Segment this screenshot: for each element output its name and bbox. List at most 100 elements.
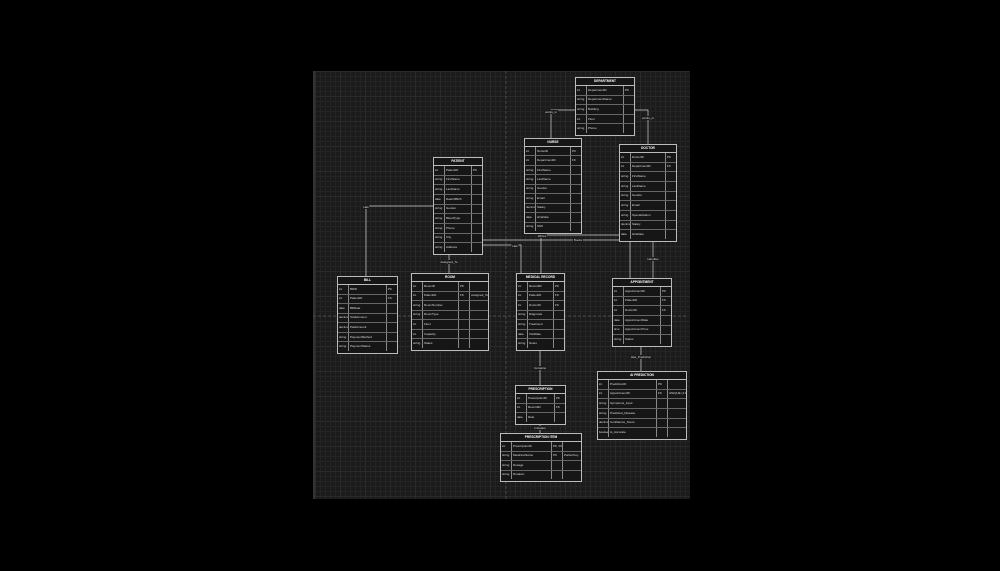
field-key: PK xyxy=(572,148,577,153)
field-key xyxy=(554,330,564,339)
field-name: AppointmentID xyxy=(624,287,661,296)
field-name: FirstName xyxy=(631,172,666,181)
field-type: int xyxy=(613,296,624,306)
field-name: PaidAmount xyxy=(349,323,387,332)
field-type: string xyxy=(620,210,631,220)
field-type: int xyxy=(517,291,528,301)
field-name: Salary xyxy=(631,220,666,230)
field-name: PatientID xyxy=(349,294,387,304)
field-name: DoctorID xyxy=(631,153,666,162)
field-key: FK xyxy=(556,405,560,410)
field-type: string xyxy=(576,95,587,105)
field-name: Date xyxy=(527,413,555,422)
entity-title: ROOM xyxy=(412,274,488,282)
field-note: Assigned_To xyxy=(469,291,488,301)
field-name: Floor xyxy=(423,320,459,329)
field-key: FK xyxy=(555,293,559,298)
rel-label: Has xyxy=(362,205,370,209)
field-name: DoctorID xyxy=(624,306,661,315)
entity-title: PRESCRIPTION ITEM xyxy=(501,434,581,442)
field-type: int xyxy=(620,162,631,172)
rel-label: Books xyxy=(572,238,584,242)
field-type: string xyxy=(620,201,631,210)
field-type: string xyxy=(525,222,536,231)
field-type: date xyxy=(517,329,528,339)
field-key xyxy=(666,182,676,191)
field-name: Email xyxy=(631,201,666,210)
field-key xyxy=(387,342,397,351)
entity-title: APPOINTMENT xyxy=(613,279,671,287)
field-key xyxy=(552,471,562,480)
field-note xyxy=(469,329,488,339)
field-type: int xyxy=(517,301,528,310)
field-key xyxy=(459,330,469,339)
field-key xyxy=(571,204,581,212)
field-name: Dosage xyxy=(512,461,552,470)
field-name: VisitDate xyxy=(528,329,554,339)
entity-title: NURSE xyxy=(525,139,581,147)
field-key xyxy=(661,335,671,344)
field-note xyxy=(562,442,581,451)
field-name: Capacity xyxy=(423,329,459,339)
field-key: PK xyxy=(555,283,560,288)
entity-title: PRESCRIPTION xyxy=(516,386,565,394)
rel-label: Assigned_To xyxy=(439,260,459,264)
field-name: City xyxy=(445,233,472,243)
field-key: PK xyxy=(625,87,630,92)
field-name: RoomType xyxy=(423,310,459,320)
field-name: DateOfBirth xyxy=(445,194,472,204)
field-name: PrescriptionID xyxy=(527,394,555,403)
field-name: DoctorID xyxy=(528,301,554,310)
entity-title: DOCTOR xyxy=(620,145,676,153)
field-type: decimal xyxy=(598,418,609,428)
field-key: FK xyxy=(667,164,671,169)
field-note xyxy=(667,418,686,428)
field-name: RecordID xyxy=(528,282,554,291)
field-key: FK xyxy=(388,296,392,301)
field-name: Floor xyxy=(587,114,624,124)
field-name: Treatment xyxy=(528,320,554,329)
field-key: FK xyxy=(555,302,559,307)
field-note xyxy=(667,408,686,418)
field-type: string xyxy=(525,194,536,203)
field-name: AppointmentID xyxy=(609,389,657,399)
field-key xyxy=(571,213,581,221)
rel-label: works_in xyxy=(641,116,655,120)
field-name: Duration xyxy=(512,470,552,479)
entity-title: BILL xyxy=(338,277,397,285)
field-key xyxy=(472,214,482,223)
